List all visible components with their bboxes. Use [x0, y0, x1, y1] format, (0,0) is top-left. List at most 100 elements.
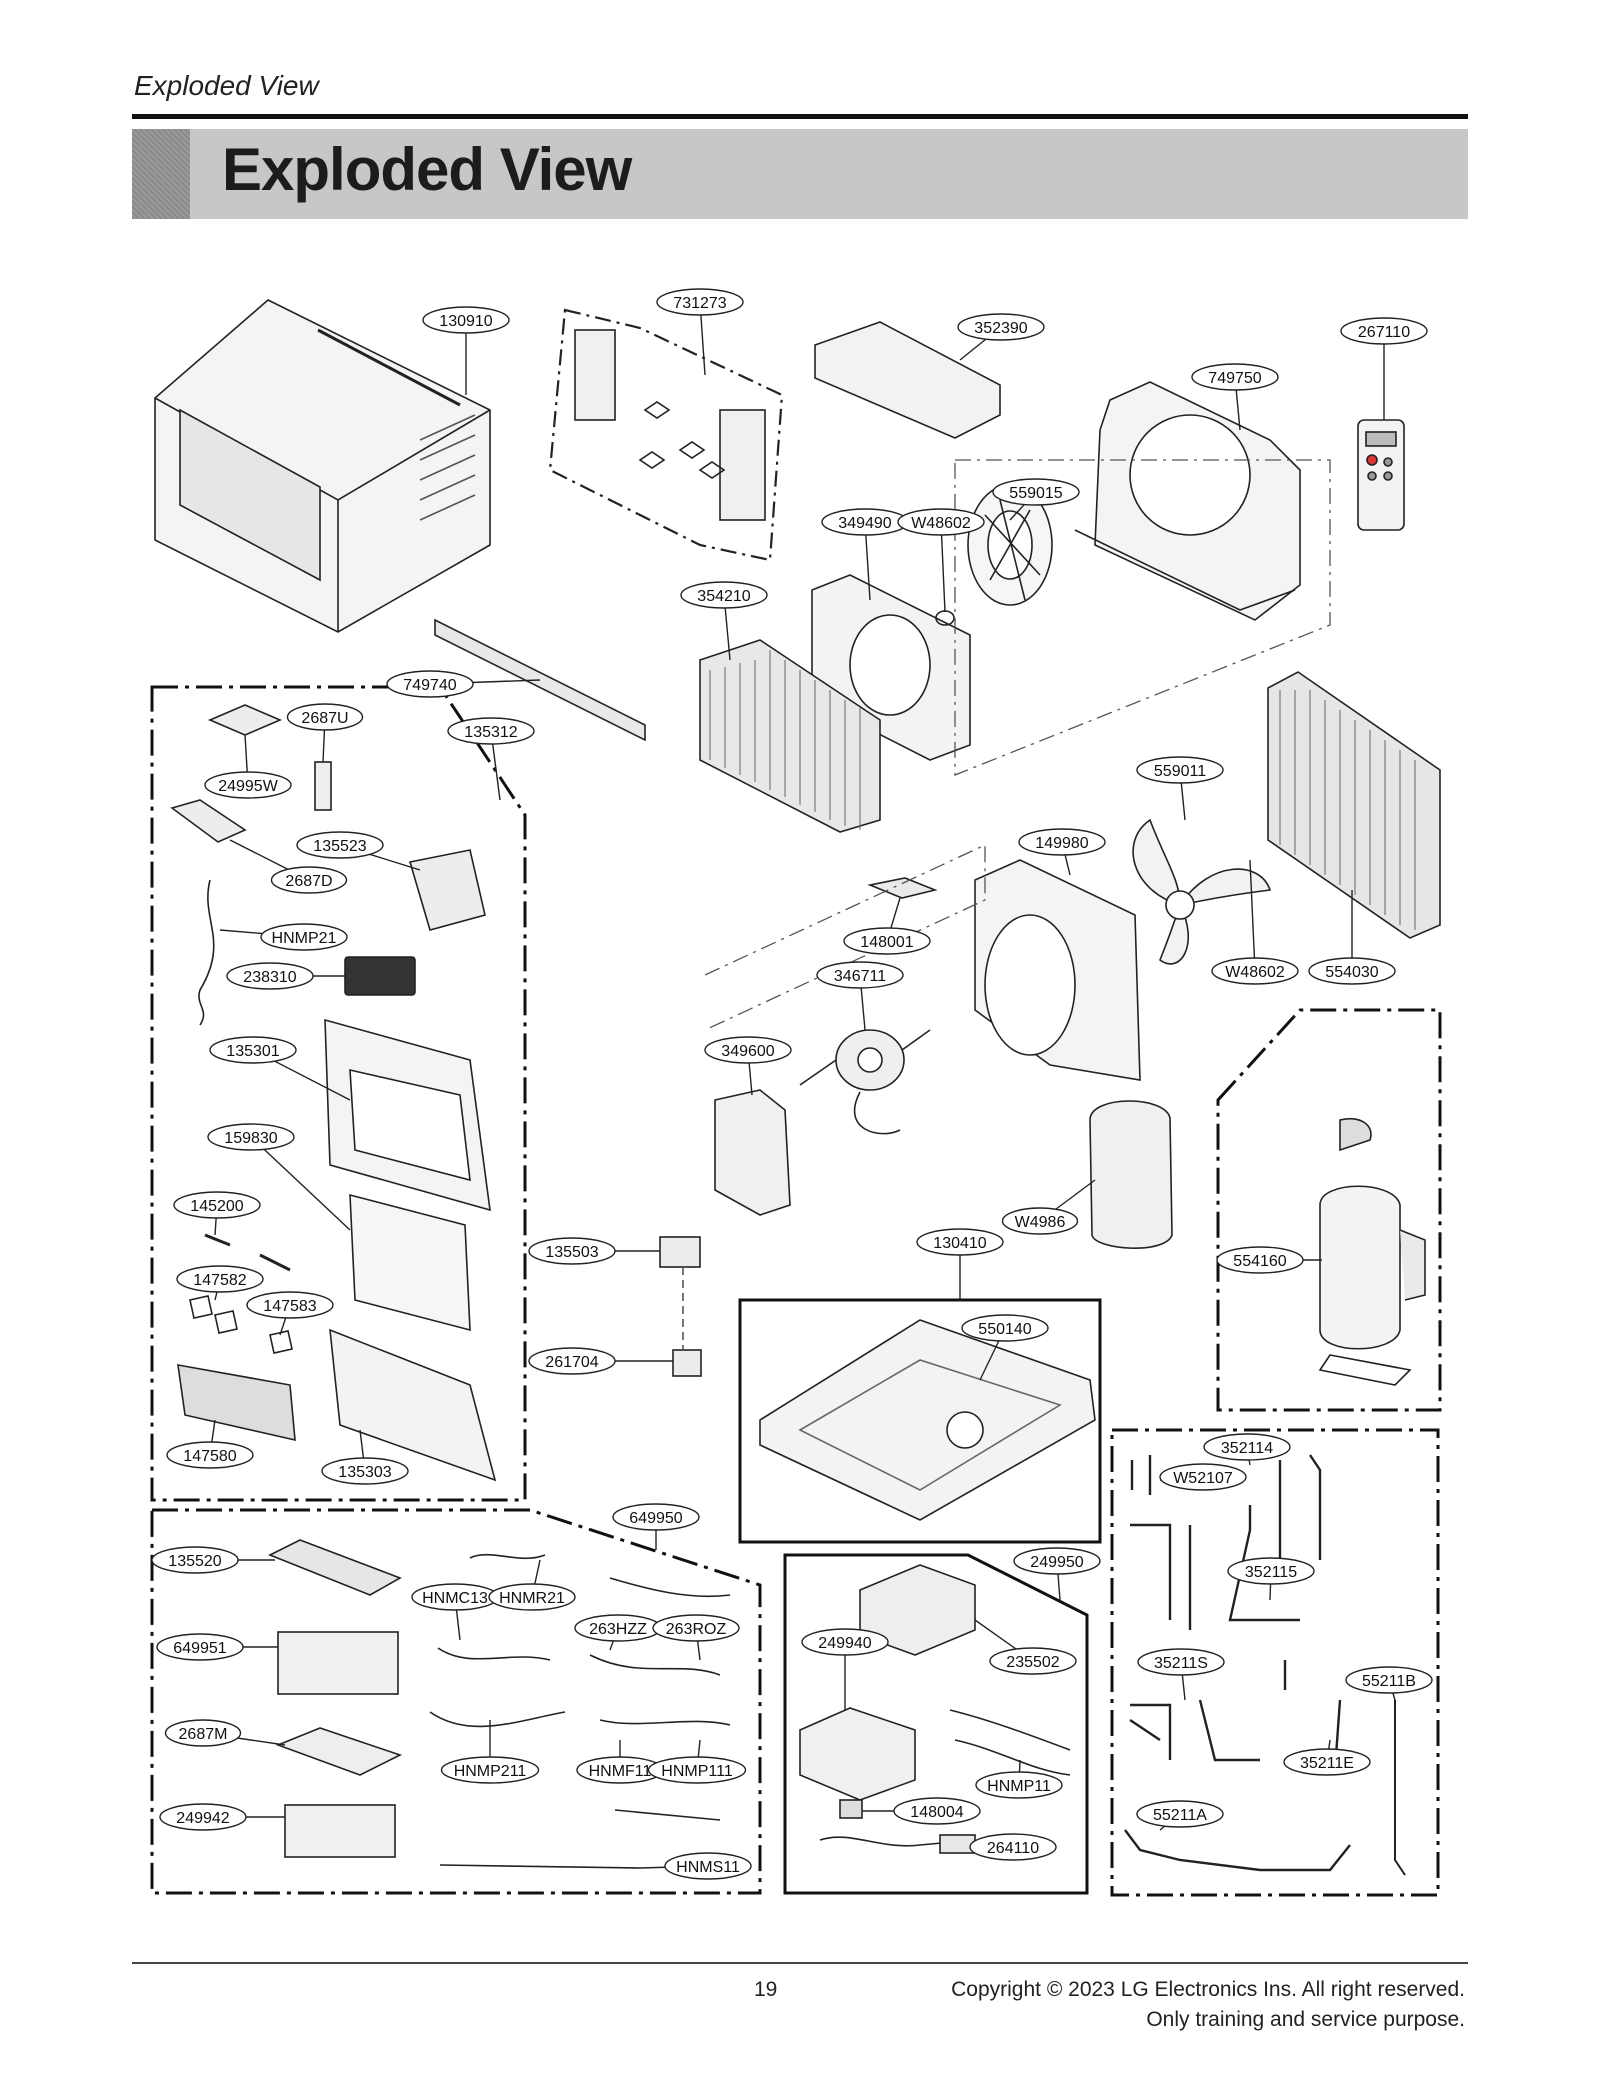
part-number-label: 346711: [834, 968, 886, 985]
callout-bubble: [1136, 756, 1224, 784]
part-number-label: 35211E: [1300, 1755, 1354, 1772]
page-number: 19: [754, 1978, 778, 2001]
callout-bubble: [652, 1614, 740, 1642]
callout-bubble: [961, 1314, 1049, 1342]
panel-outline-compressor: [1216, 1008, 1442, 1412]
part-callout-p-148001: 148001: [843, 927, 931, 955]
base-tray-drawing: [759, 1319, 1096, 1521]
part-number-label: HNMP21: [272, 930, 337, 947]
part-callout-p-24995w: 24995W: [204, 771, 292, 799]
part-callout-p-hnmp111: HNMP111: [647, 1756, 747, 1784]
part-number-label: HNMP11: [987, 1778, 1051, 1795]
callout-bubble: [664, 1852, 752, 1880]
callout-bubble: [816, 961, 904, 989]
part-number-label: 130410: [933, 1235, 986, 1252]
part-callout-p-559011: 559011: [1136, 756, 1224, 784]
part-number-label: 550140: [978, 1321, 1031, 1338]
part-callout-p-149980: 149980: [1018, 828, 1106, 856]
callout-bubble: [1137, 1648, 1225, 1676]
callout-bubble: [156, 1633, 244, 1661]
bottom-middle-drawings: [799, 1564, 1071, 1854]
callout-bubble: [612, 1503, 700, 1531]
part-number-label: 135312: [464, 724, 517, 741]
callout-bubble: [528, 1347, 616, 1375]
part-callout-p-238310: 238310: [226, 962, 314, 990]
part-number-label: 147583: [263, 1298, 316, 1315]
part-number-label: 2687M: [179, 1726, 228, 1743]
panel-outline-electrical: [150, 1508, 762, 1895]
callout-bubble: [321, 1457, 409, 1485]
part-callout-p-349600: 349600: [704, 1036, 792, 1064]
part-number-label: 35211S: [1154, 1655, 1208, 1672]
callout-bubble: [1018, 828, 1106, 856]
part-callout-p-35211e: 35211E: [1283, 1748, 1371, 1776]
part-callout-p-349490: 349490: [821, 508, 909, 536]
part-callout-p-55211b: 55211B: [1345, 1666, 1433, 1694]
part-number-label: 264110: [987, 1840, 1039, 1857]
part-callout-p-749740: 749740: [386, 670, 474, 698]
bottom-left-drawings: [268, 1539, 731, 1869]
leader-line-p-w48602-b: [1249, 859, 1256, 972]
part-callout-p-w52107: W52107: [1159, 1463, 1247, 1491]
part-number-label: 352114: [1221, 1440, 1273, 1457]
part-callout-p-649950: 649950: [612, 1503, 700, 1531]
part-number-label: HNMP111: [661, 1763, 733, 1780]
callout-bubble: [1013, 1547, 1101, 1575]
footer-rule: [132, 1962, 1468, 1964]
part-number-label: 349490: [838, 515, 891, 532]
callout-bubble: [1203, 1433, 1291, 1461]
header-rule: [132, 114, 1468, 119]
callout-bubble: [270, 866, 348, 894]
part-number-label: 249940: [818, 1635, 871, 1652]
callout-bubble: [209, 1036, 297, 1064]
usage-notice: Only training and service purpose.: [1146, 2008, 1465, 2031]
part-number-label: 352390: [974, 320, 1027, 337]
evaporator-drawing: [699, 639, 881, 833]
part-callout-p-2687m: 2687M: [164, 1719, 242, 1747]
part-callout-p-147583: 147583: [246, 1291, 334, 1319]
part-callout-p-354210: 354210: [680, 581, 768, 609]
duct-drawing: [814, 321, 1001, 439]
callout-bubble: [176, 1265, 264, 1293]
cabinet-drawing: [154, 299, 491, 633]
title-band-tab: [132, 129, 190, 219]
callout-bubble: [1227, 1557, 1315, 1585]
part-number-label: 235502: [1006, 1654, 1059, 1671]
part-callout-p-hnms11: HNMS11: [664, 1852, 752, 1880]
part-callout-p-147580: 147580: [166, 1441, 254, 1469]
part-callout-p-hnmc13: HNMC13: [411, 1583, 499, 1611]
part-number-label: 2687U: [301, 710, 348, 727]
part-callout-p-135312: 135312: [447, 717, 535, 745]
part-number-label: 135503: [545, 1244, 598, 1261]
part-callout-p-249942: 249942: [159, 1803, 247, 1831]
part-callout-p-135301: 135301: [209, 1036, 297, 1064]
part-number-label: 55211B: [1362, 1673, 1416, 1690]
part-callout-p-554160: 554160: [1216, 1246, 1304, 1274]
part-number-label: 749740: [403, 677, 456, 694]
part-number-label: 55211A: [1153, 1807, 1207, 1824]
part-callout-p-hnmp11: HNMP11: [975, 1771, 1063, 1799]
orifice-shroud-drawing: [974, 859, 1141, 1081]
part-callout-p-249940: 249940: [801, 1628, 889, 1656]
callout-bubble: [1216, 1246, 1304, 1274]
callout-bubble: [151, 1546, 239, 1574]
callout-bubble: [893, 1797, 981, 1825]
dashed-guide-upper: [954, 459, 1331, 776]
part-number-label: 649950: [629, 1510, 682, 1527]
part-number-label: W52107: [1173, 1470, 1233, 1487]
callout-bubble: [801, 1628, 889, 1656]
callout-bubble: [1159, 1463, 1247, 1491]
callout-bubble: [1191, 363, 1279, 391]
leader-line-p-159830: [250, 1136, 351, 1231]
callout-bubble: [246, 1291, 334, 1319]
part-number-label: 352115: [1245, 1564, 1297, 1581]
callout-bubble: [286, 703, 364, 731]
part-callout-p-352390: 352390: [957, 313, 1045, 341]
part-number-label: 261704: [545, 1354, 598, 1371]
callout-bubble: [1308, 957, 1396, 985]
part-callout-p-135503: 135503: [528, 1237, 616, 1265]
callout-bubble: [173, 1191, 261, 1219]
callout-bubble: [680, 581, 768, 609]
callout-bubble: [957, 313, 1045, 341]
